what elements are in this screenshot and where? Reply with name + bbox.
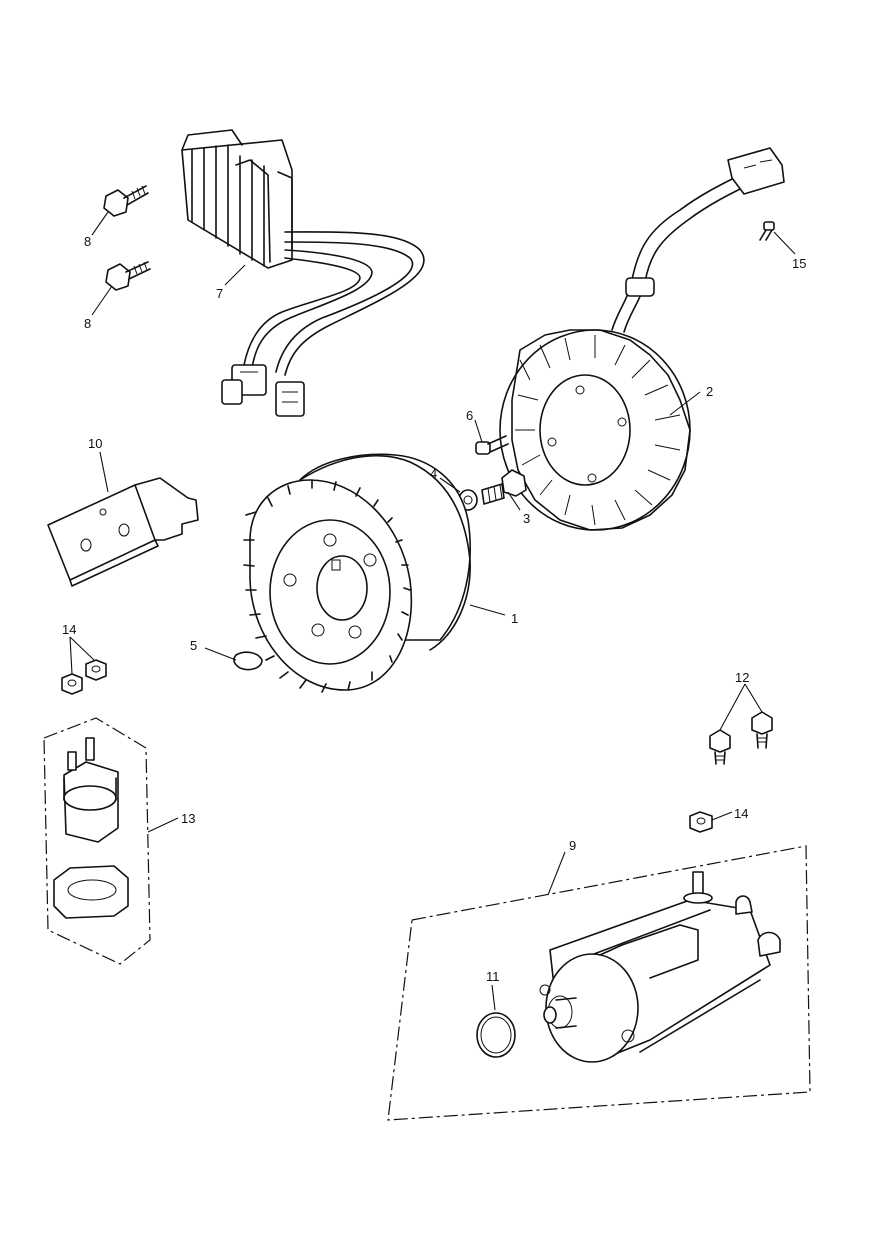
small-screw	[759, 221, 775, 241]
callout-8-upper: 8	[84, 234, 91, 249]
mounting-bolt-upper	[103, 185, 149, 217]
regulator-rectifier	[181, 129, 293, 269]
regulator-wire-harness	[221, 231, 425, 417]
callout-14-left: 14	[62, 622, 76, 637]
callout-2: 2	[706, 384, 713, 399]
hex-nut-pair	[61, 659, 107, 695]
rotor-bolt	[481, 469, 527, 505]
woodruff-key	[233, 651, 263, 671]
starter-bolt-pair	[709, 711, 773, 765]
callout-8-lower: 8	[84, 316, 91, 331]
callout-5: 5	[190, 638, 197, 653]
starter-motor-group	[387, 845, 811, 1121]
stator-screw	[475, 435, 509, 455]
callout-3: 3	[523, 511, 530, 526]
callout-4: 4	[430, 466, 437, 481]
callout-13: 13	[181, 811, 195, 826]
callout-11: 11	[486, 969, 500, 984]
callout-6: 6	[466, 408, 473, 423]
callout-10: 10	[88, 436, 102, 451]
callout-7: 7	[216, 286, 223, 301]
leader-lines	[69, 211, 796, 1011]
hex-nut-single	[689, 811, 713, 833]
mounting-bolt-lower	[105, 261, 151, 291]
callout-1: 1	[511, 611, 518, 626]
callout-9: 9	[569, 838, 576, 853]
callout-12: 12	[735, 670, 749, 685]
callout-14-right: 14	[734, 806, 748, 821]
starter-relay-group	[43, 717, 151, 965]
stator	[499, 329, 691, 531]
callout-15: 15	[792, 256, 806, 271]
rotor-flywheel	[243, 453, 471, 693]
mounting-bracket	[47, 477, 199, 587]
callout-labels: 1 2 3 4 5 6 7 8 8 9 10 11 12 13 14 14 15	[62, 234, 806, 984]
stator-wire-lead	[611, 147, 785, 333]
